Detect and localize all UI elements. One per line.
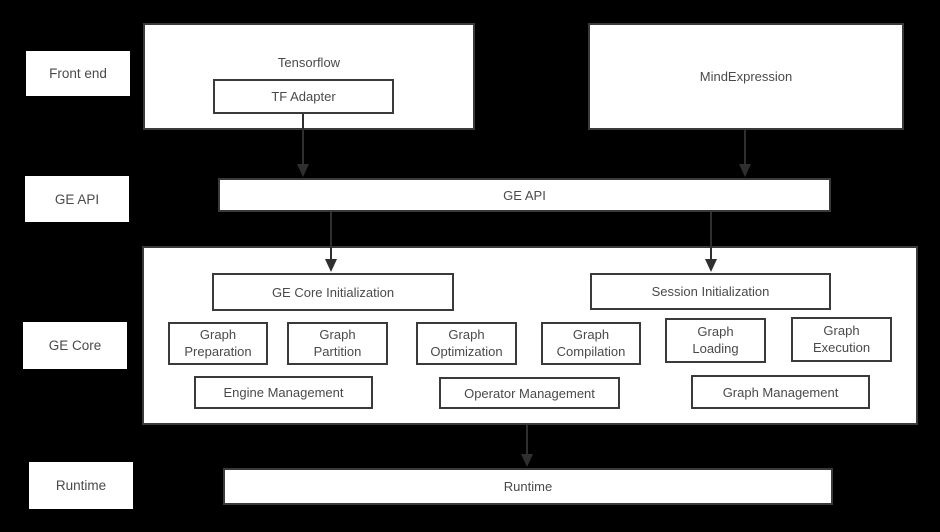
arrow-head-icon [705,259,717,272]
arrow-stem [302,114,304,166]
graph-execution-box: Graph Execution [791,317,892,362]
arrow-head-icon [521,454,533,467]
graph-partition-box: Graph Partition [287,322,388,365]
arrow-stem [526,425,528,456]
arrow-stem [710,212,712,261]
arrow-ge-api-to-ge-core-init [325,212,337,272]
layer-label-front-end: Front end [26,51,130,96]
mindexpression-box: MindExpression [588,23,904,130]
tf-adapter-box: TF Adapter [213,79,394,114]
tensorflow-box: Tensorflow TF Adapter [143,23,475,130]
graph-loading-box: Graph Loading [665,318,766,363]
layer-label-ge-api: GE API [25,176,129,222]
arrow-head-icon [739,164,751,177]
graph-preparation-box: Graph Preparation [168,322,268,365]
arrow-mindexpression-to-ge-api [739,130,751,177]
session-initialization-box: Session Initialization [590,273,831,310]
arrow-stem [330,212,332,261]
ge-core-initialization-box: GE Core Initialization [212,273,454,311]
layer-label-runtime: Runtime [29,462,133,509]
arrow-head-icon [325,259,337,272]
arrow-tf-adapter-to-ge-api [297,114,309,177]
arrow-ge-api-to-session-init [705,212,717,272]
graph-management-box: Graph Management [691,375,870,409]
arrow-head-icon [297,164,309,177]
tensorflow-label: Tensorflow [277,55,341,70]
arrow-stem [744,130,746,166]
layer-label-ge-core: GE Core [23,322,127,369]
graph-compilation-box: Graph Compilation [541,322,641,365]
arrow-ge-core-to-runtime [521,425,533,467]
graph-optimization-box: Graph Optimization [416,322,517,365]
runtime-box: Runtime [223,468,833,505]
operator-management-box: Operator Management [439,377,620,409]
engine-management-box: Engine Management [194,376,373,409]
ge-api-box: GE API [218,178,831,212]
